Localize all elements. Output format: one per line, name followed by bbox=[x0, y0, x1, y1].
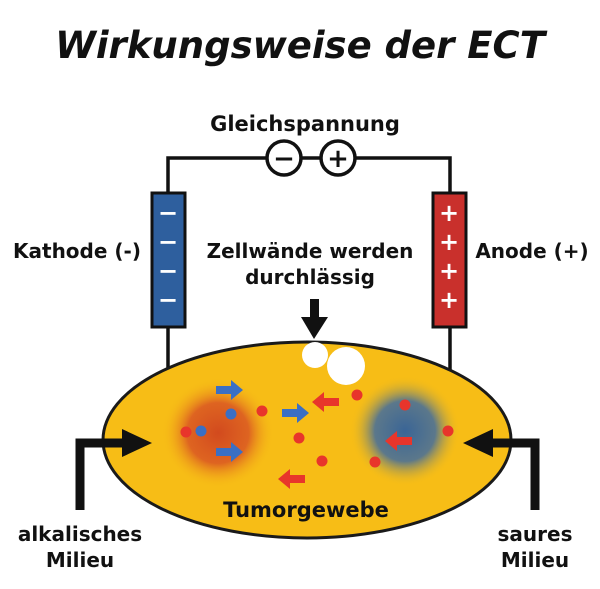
blue-particles bbox=[195, 408, 237, 437]
red-particle bbox=[351, 389, 363, 401]
cathode-minus-sign: − bbox=[158, 199, 178, 227]
page-title: Wirkungsweise der ECT bbox=[55, 24, 548, 67]
anode-label: Anode (+) bbox=[475, 239, 588, 263]
blue-arrow bbox=[282, 403, 309, 423]
minus-terminal-circle bbox=[265, 139, 303, 177]
cathode-label: Kathode (-) bbox=[13, 239, 141, 263]
alkaline-milieu-label-line1: alkalisches bbox=[18, 522, 142, 546]
anode-plus-sign: + bbox=[439, 286, 459, 314]
plus-terminal-symbol: + bbox=[327, 144, 349, 174]
right-wire bbox=[356, 156, 452, 193]
anode-plus-sign: + bbox=[439, 257, 459, 285]
voltage-label: Gleichspannung bbox=[210, 112, 400, 136]
membrane-label-line2: durchlässig bbox=[245, 265, 375, 289]
anode-plus-sign: + bbox=[439, 228, 459, 256]
membrane-pore-large bbox=[327, 347, 365, 385]
blue-particle bbox=[225, 408, 237, 420]
alkaline-milieu-arrow-head bbox=[122, 429, 152, 457]
cathode-electrode bbox=[150, 191, 187, 329]
red-particle bbox=[442, 425, 454, 437]
left-wire bbox=[166, 156, 266, 193]
anode-electrode bbox=[431, 191, 468, 329]
blue-arrow bbox=[216, 380, 243, 400]
plus-terminal-circle bbox=[319, 139, 357, 177]
acidic-milieu-label-line1: saures bbox=[498, 522, 573, 546]
tumor-label: Tumorgewebe bbox=[223, 498, 389, 522]
membrane-label-line1: Zellwände werden bbox=[207, 239, 414, 263]
membrane-arrow-head bbox=[301, 317, 328, 339]
acidic-milieu-arrow-head bbox=[463, 429, 493, 457]
cathode-signs: −−−− bbox=[158, 199, 178, 314]
blue-arrow bbox=[216, 442, 243, 462]
red-particle bbox=[369, 456, 381, 468]
minus-terminal: − bbox=[265, 139, 303, 177]
red-particle bbox=[293, 432, 305, 444]
red-arrow bbox=[312, 392, 339, 412]
red-particle bbox=[256, 405, 268, 417]
anode-signs: ++++ bbox=[439, 199, 459, 314]
cathode-minus-sign: − bbox=[158, 228, 178, 256]
red-particles bbox=[180, 389, 454, 468]
blue-arrows bbox=[216, 380, 309, 462]
blue-particle bbox=[195, 425, 207, 437]
cathode-minus-sign: − bbox=[158, 257, 178, 285]
alkaline-zone bbox=[162, 378, 274, 488]
membrane-arrow-shaft bbox=[310, 299, 319, 319]
alkaline-milieu-arrow bbox=[75, 438, 125, 510]
membrane-pore-small bbox=[302, 342, 328, 368]
acidic-milieu-label-line2: Milieu bbox=[501, 548, 569, 572]
minus-terminal-symbol: − bbox=[273, 144, 295, 174]
red-arrow bbox=[278, 469, 305, 489]
alkaline-milieu-label-line2: Milieu bbox=[46, 548, 114, 572]
plus-terminal: + bbox=[319, 139, 357, 177]
red-particle bbox=[399, 399, 411, 411]
red-particle bbox=[316, 455, 328, 467]
acidic-milieu-arrow bbox=[490, 438, 540, 510]
red-particle bbox=[180, 426, 192, 438]
cathode-minus-sign: − bbox=[158, 286, 178, 314]
anode-plus-sign: + bbox=[439, 199, 459, 227]
red-arrow bbox=[385, 431, 412, 451]
membrane-down-arrow bbox=[301, 299, 328, 339]
red-arrows bbox=[278, 392, 412, 489]
